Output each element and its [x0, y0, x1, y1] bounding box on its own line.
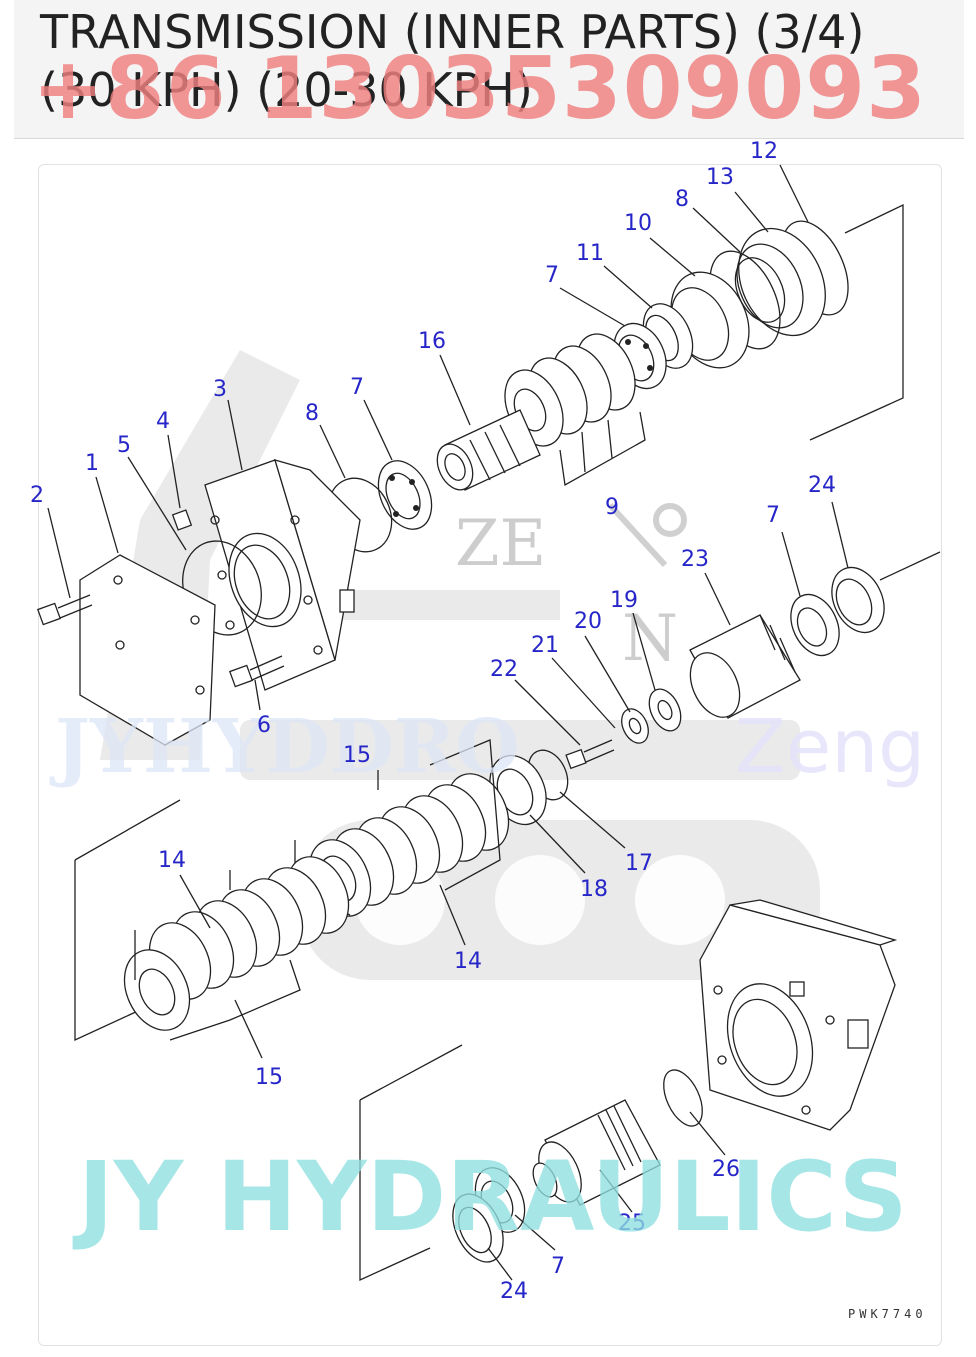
transmission-housing [699, 899, 898, 1131]
callout-14-left: 14 [158, 848, 186, 873]
part-25-shaft [532, 1099, 661, 1206]
jy-hydraulics-watermark: JY HYDRAULICS [72, 1141, 908, 1253]
part-2-bolt [36, 594, 93, 626]
callout-16: 16 [418, 329, 446, 354]
wrench-watermark-icon [607, 502, 687, 568]
callout-7-right: 7 [766, 503, 780, 528]
callout-8-lower: 8 [305, 401, 319, 426]
phone-watermark: +86 13035309093 [32, 39, 927, 139]
part-19-washer [648, 688, 682, 732]
part-4-plug [171, 509, 193, 531]
callout-9: 9 [605, 495, 619, 520]
part-14-15-disc-stack-lower [123, 856, 350, 1041]
part-7-bearing-left [377, 460, 433, 530]
callout-13: 13 [706, 165, 734, 190]
group-frame-lines [74, 203, 941, 1282]
callout-21: 21 [531, 633, 559, 658]
page-title-line-1: TRANSMISSION (INNER PARTS) (3/4) [40, 5, 865, 59]
drawing-code: PWK7740 [848, 1307, 927, 1321]
callout-22: 22 [490, 657, 518, 682]
leader-lines [47, 164, 849, 1281]
callout-7-left: 7 [350, 375, 364, 400]
callout-12: 12 [750, 139, 778, 164]
part-7-bearing-right [790, 593, 840, 657]
callout-11: 11 [576, 241, 604, 266]
callout-25: 25 [618, 1211, 646, 1236]
callout-18: 18 [580, 877, 608, 902]
callout-17: 17 [625, 851, 653, 876]
jy-hydro-watermark: JYHYDDRO [49, 704, 520, 790]
ze-watermark: ZE [455, 507, 546, 581]
part-24-ring-upper [831, 566, 885, 634]
part-16-splined-shaft [436, 409, 541, 491]
callout-19: 19 [610, 588, 638, 613]
part-6-bolt [228, 655, 285, 688]
callout-7-bottom: 7 [551, 1254, 565, 1279]
part-23-gear [689, 614, 801, 719]
part-26-snap-ring [663, 1069, 703, 1127]
callout-3: 3 [213, 377, 227, 402]
part-1-cover-plate [79, 554, 216, 746]
part-20-nut [621, 708, 649, 744]
callout-7-upper: 7 [545, 263, 559, 288]
callout-4: 4 [156, 409, 170, 434]
part-3-flange-housing [204, 459, 361, 691]
part-22-bolt [565, 739, 615, 770]
callout-10: 10 [624, 211, 652, 236]
callout-24-bottom: 24 [500, 1279, 528, 1304]
callout-6: 6 [257, 713, 271, 738]
callout-15-upper: 15 [343, 743, 371, 768]
callout-8-upper: 8 [675, 187, 689, 212]
page-title-line-2: (30 KPH) (20-30 KPH) [40, 63, 533, 117]
callout-2: 2 [30, 483, 44, 508]
part-24-ring-bottom [452, 1193, 504, 1263]
callout-14-right: 14 [454, 949, 482, 974]
callout-5: 5 [117, 433, 131, 458]
zeng-watermark: Zeng [735, 704, 925, 790]
n-watermark: N [622, 602, 678, 676]
page-header: TRANSMISSION (INNER PARTS) (3/4) (30 KPH… [14, 0, 964, 139]
callout-20: 20 [574, 609, 602, 634]
callout-1: 1 [85, 451, 99, 476]
part-14-15-disc-stack-upper [294, 739, 510, 917]
callout-labels: 12 13 8 10 11 7 16 3 4 8 7 5 1 2 9 24 7 … [30, 139, 836, 1304]
callout-15-lower: 15 [255, 1065, 283, 1090]
callout-26: 26 [712, 1157, 740, 1182]
callout-24-upper: 24 [808, 473, 836, 498]
callout-23: 23 [681, 547, 709, 572]
